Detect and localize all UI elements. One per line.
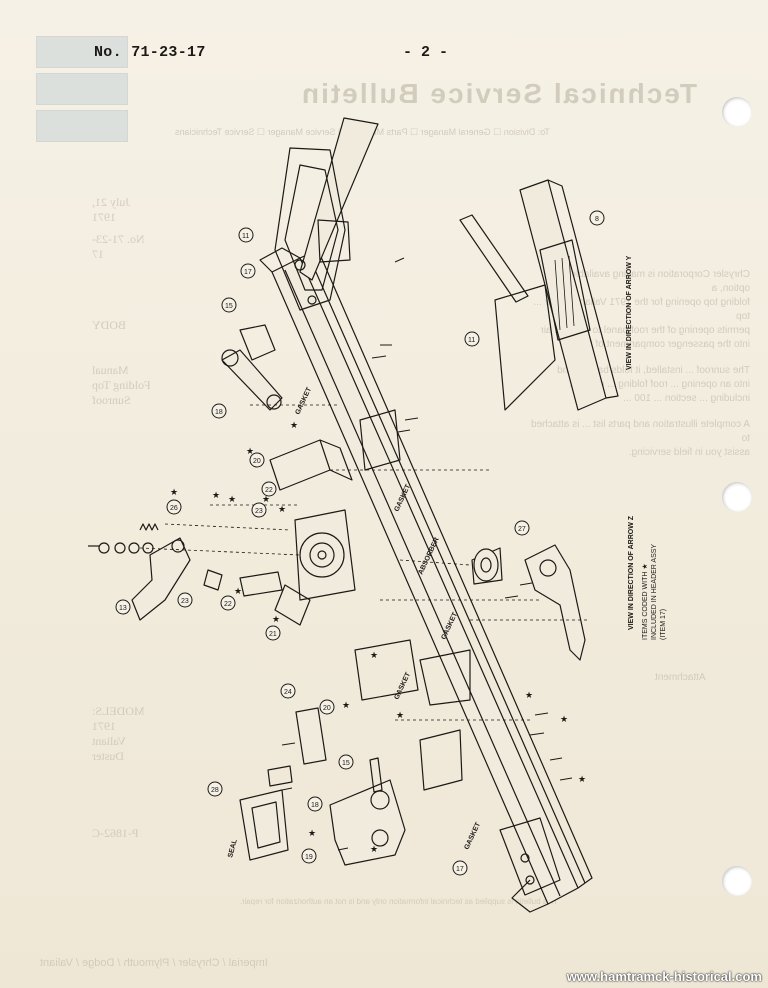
callout-11b: 11 bbox=[468, 337, 475, 344]
top-bracket bbox=[274, 117, 379, 311]
view-z-label: VIEW IN DIRECTION OF ARROW Z bbox=[628, 515, 635, 630]
chrysler-logo-bleed bbox=[36, 36, 128, 142]
items-note-line2: INCLUDED IN HEADER ASSY bbox=[651, 544, 658, 640]
svg-text:★: ★ bbox=[246, 447, 254, 457]
bulletin-number: No. 71-23-17 bbox=[94, 44, 206, 61]
punch-hole bbox=[722, 482, 752, 512]
punch-hole bbox=[722, 97, 752, 127]
gasket-label: GASKET bbox=[294, 386, 313, 416]
inset-view-y bbox=[459, 179, 619, 411]
callout-18: 18 bbox=[215, 409, 223, 416]
svg-text:★: ★ bbox=[578, 775, 586, 785]
callout-23b: 23 bbox=[181, 598, 189, 605]
svg-text:★: ★ bbox=[212, 491, 220, 501]
bracket-plates bbox=[203, 409, 471, 791]
callout-20: 20 bbox=[253, 458, 261, 465]
svg-text:★: ★ bbox=[342, 701, 350, 711]
punch-hole bbox=[722, 866, 752, 896]
callout-15b: 15 bbox=[342, 760, 350, 767]
svg-text:★: ★ bbox=[272, 615, 280, 625]
callout-17b: 17 bbox=[456, 866, 464, 873]
callout-21: 21 bbox=[269, 631, 277, 638]
svg-text:★: ★ bbox=[278, 505, 286, 515]
items-note-line1: ITEMS CODED WITH ★ bbox=[641, 563, 649, 640]
callout-27: 27 bbox=[518, 526, 526, 533]
callout-23: 23 bbox=[255, 508, 263, 515]
svg-text:★: ★ bbox=[262, 495, 270, 505]
callout-22b: 22 bbox=[224, 601, 232, 608]
bracket-20 bbox=[269, 439, 353, 491]
callout-28: 28 bbox=[211, 787, 219, 794]
svg-text:★: ★ bbox=[560, 715, 568, 725]
knob-22 bbox=[471, 547, 503, 585]
screws bbox=[281, 257, 573, 851]
callout-8: 8 bbox=[595, 216, 599, 223]
callout-11: 11 bbox=[242, 233, 249, 240]
svg-text:★: ★ bbox=[290, 421, 298, 431]
gasket-label: GASKET bbox=[463, 821, 482, 851]
callout-24: 24 bbox=[284, 689, 292, 696]
callout-20b: 20 bbox=[323, 705, 331, 712]
cam-13 bbox=[131, 537, 191, 621]
spring-26 bbox=[139, 523, 159, 531]
items-note-line3: (ITEM 17) bbox=[660, 609, 667, 640]
callout-19: 19 bbox=[305, 854, 313, 861]
header-rail bbox=[259, 247, 593, 913]
svg-text:★: ★ bbox=[308, 829, 316, 839]
callout-17: 17 bbox=[244, 269, 252, 276]
callout-13: 13 bbox=[119, 605, 127, 612]
svg-text:★: ★ bbox=[370, 845, 378, 855]
latch-lower bbox=[329, 757, 406, 866]
bracket-24 bbox=[295, 707, 327, 765]
svg-text:★: ★ bbox=[525, 691, 533, 701]
site-watermark: www.hamtramck-historical.com bbox=[566, 969, 762, 984]
handle-27 bbox=[524, 544, 586, 661]
end-cap bbox=[499, 817, 561, 896]
callout-15: 15 bbox=[225, 303, 233, 310]
gasket-label: GASKET bbox=[393, 671, 412, 701]
seal-label: SEAL bbox=[227, 838, 239, 859]
callout-26: 26 bbox=[170, 505, 178, 512]
svg-text:★: ★ bbox=[396, 711, 404, 721]
seal-plate bbox=[239, 765, 293, 861]
callout-22: 22 bbox=[265, 487, 273, 494]
callouts bbox=[115, 210, 605, 876]
handle-mechanism-21 bbox=[274, 509, 356, 626]
arm-18 bbox=[221, 324, 283, 411]
svg-text:★: ★ bbox=[370, 651, 378, 661]
star-marks: ★ ★ ★ ★ ★ ★ ★ ★ ★ ★ ★ ★ ★ ★ ★ ★ ★ bbox=[170, 421, 586, 855]
callout-18b: 18 bbox=[311, 802, 319, 809]
svg-text:★: ★ bbox=[228, 495, 236, 505]
svg-text:★: ★ bbox=[170, 488, 178, 498]
callout-numbers: 11 17 15 18 20 22 23 26 13 23 22 21 24 2… bbox=[119, 216, 599, 873]
page-number: - 2 - bbox=[403, 44, 449, 61]
washer-stack bbox=[88, 542, 154, 554]
view-y-label: VIEW IN DIRECTION OF ARROW Y bbox=[626, 255, 633, 370]
svg-text:★: ★ bbox=[234, 587, 242, 597]
